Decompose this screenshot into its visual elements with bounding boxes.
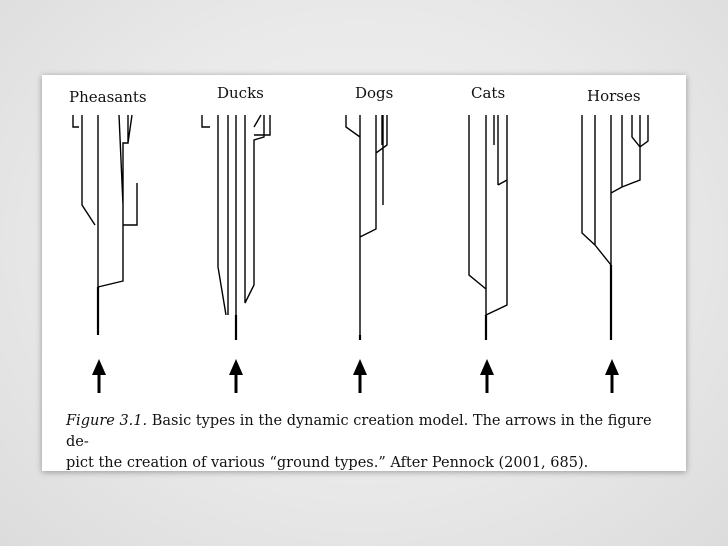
tree-cats: Cats (468, 84, 508, 393)
ground-type-arrow-icon (229, 359, 243, 375)
ground-type-arrow-icon (605, 359, 619, 375)
tree-branches (201, 114, 271, 316)
figure-caption: Figure 3.1. Basic types in the dynamic c… (66, 411, 674, 474)
tree-branches (345, 115, 388, 335)
ground-type-arrow-icon (353, 359, 367, 375)
tree-horses: Horses (581, 87, 649, 393)
figure-card: Pheasants Ducks Dogs (42, 75, 686, 471)
tree-pheasants: Pheasants (69, 88, 147, 393)
phylogeny-diagram: Pheasants Ducks Dogs (69, 84, 649, 393)
group-title-ducks: Ducks (217, 84, 264, 102)
ground-type-arrow-icon (480, 359, 494, 375)
tree-dogs: Dogs (345, 84, 393, 393)
group-title-pheasants: Pheasants (69, 88, 147, 106)
figure-label: Figure 3.1. (66, 413, 148, 429)
ground-type-arrow-icon (92, 359, 106, 375)
tree-ducks: Ducks (201, 84, 271, 393)
caption-line-1: Basic types in the dynamic creation mode… (66, 413, 652, 450)
tree-branches (581, 115, 649, 266)
group-title-dogs: Dogs (355, 84, 393, 102)
tree-branches (468, 115, 508, 316)
group-title-cats: Cats (471, 84, 505, 102)
caption-line-2: pict the creation of various “ground typ… (66, 455, 589, 471)
group-title-horses: Horses (587, 87, 641, 105)
tree-branches (72, 114, 138, 288)
